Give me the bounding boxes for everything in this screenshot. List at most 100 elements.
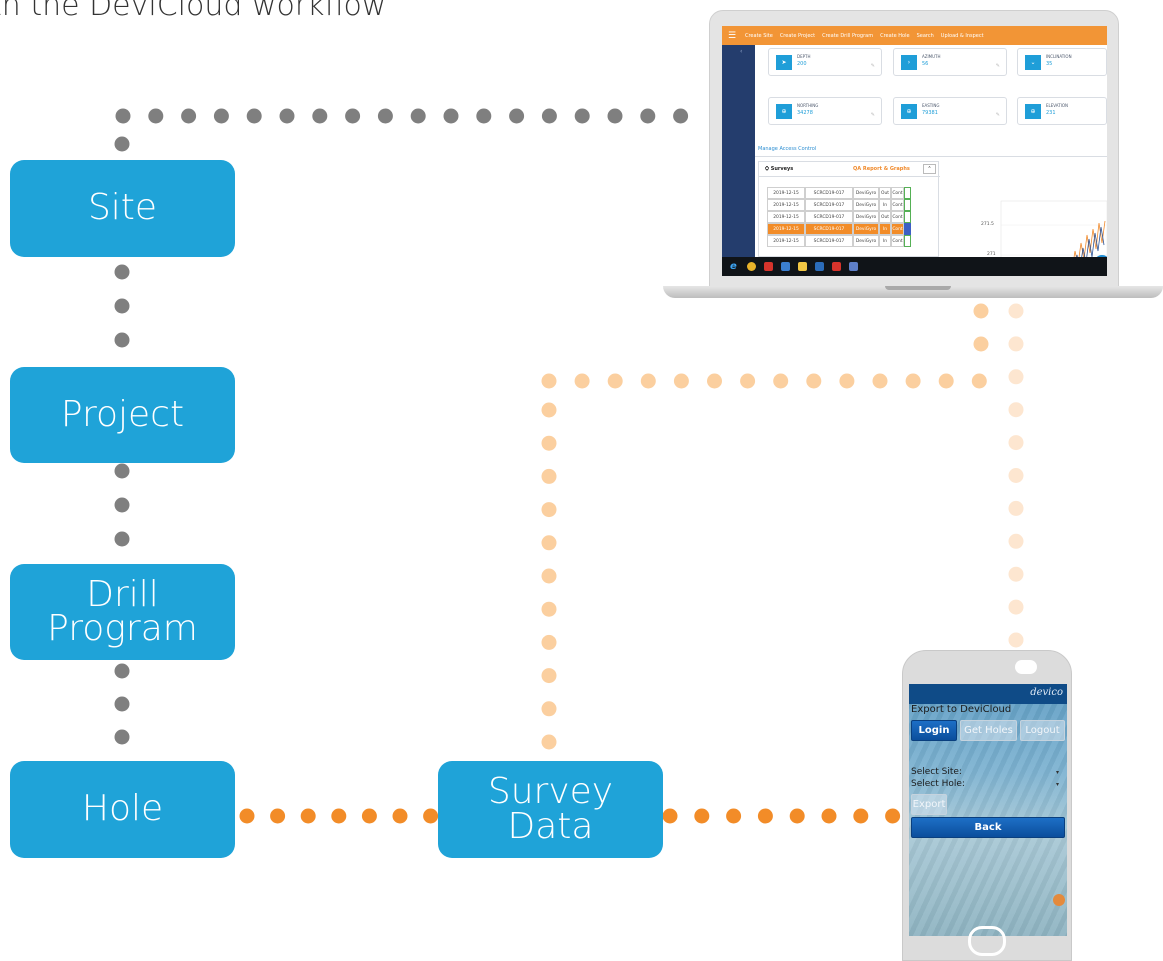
surveys-title: ⛭ Surveys	[765, 166, 794, 172]
survey-cell-mode: Cont	[891, 235, 904, 247]
survey-cell-tool: DeviGyro	[853, 211, 879, 223]
survey-cell-date: 2019-12-15	[767, 211, 805, 223]
laptop-mockup: ☰ Create Site Create Project Create Dril…	[663, 10, 1163, 300]
select-site-label[interactable]: Select Site:	[911, 767, 962, 777]
ie-icon[interactable]: e	[730, 261, 737, 272]
edit-icon[interactable]: ✎	[870, 112, 875, 118]
devico-logo: devico	[1030, 687, 1063, 698]
login-button[interactable]: Login	[911, 720, 957, 741]
connector-dot	[541, 535, 557, 551]
chrome-icon[interactable]	[747, 262, 756, 271]
qa-report-link[interactable]: QA Report & Graphs	[853, 166, 910, 172]
home-button[interactable]	[968, 926, 1006, 956]
app-icon[interactable]	[815, 262, 824, 271]
manage-access-link[interactable]: Manage Access Control	[758, 146, 817, 152]
survey-status-cell	[904, 187, 911, 199]
edit-icon[interactable]: ✎	[870, 63, 875, 69]
connector-dot	[1008, 435, 1024, 451]
collapse-icon[interactable]: ⌃	[923, 164, 936, 174]
survey-data-label-line1: Survey	[487, 771, 614, 813]
chevron-left-icon[interactable]: ‹	[740, 48, 743, 55]
connector-dot	[114, 531, 130, 547]
chevron-down-icon[interactable]: ▾	[1055, 781, 1059, 788]
connector-dot	[740, 373, 756, 389]
inclination-card: ⌄ INCLINATION 35	[1017, 48, 1107, 76]
nav-search[interactable]: Search	[916, 32, 934, 39]
connector-dot	[361, 808, 377, 824]
nav-create-hole[interactable]: Create Hole	[880, 32, 910, 39]
survey-cell-date: 2019-12-15	[767, 235, 805, 247]
survey-cell-id: SCRCD19-017	[805, 235, 853, 247]
back-button[interactable]: Back	[911, 817, 1065, 838]
app-icon[interactable]	[764, 262, 773, 271]
hamburger-icon[interactable]: ☰	[728, 30, 737, 41]
app-icon[interactable]	[781, 262, 790, 271]
surveys-header: ⛭ Surveys QA Report & Graphs ⌃	[759, 162, 940, 177]
inclination-label: INCLINATION	[1046, 54, 1072, 59]
edit-icon[interactable]: ✎	[995, 112, 1000, 118]
survey-cell-dir: In	[879, 235, 891, 247]
export-title: Export to DeviCloud	[911, 704, 1012, 715]
laptop-notch	[885, 286, 951, 290]
app-icon[interactable]	[832, 262, 841, 271]
logout-button[interactable]: Logout	[1020, 720, 1065, 741]
connector-dot	[1008, 566, 1024, 582]
connector-dot	[239, 808, 255, 824]
connector-dot	[872, 373, 888, 389]
survey-cell-id: SCRCD19-017	[805, 223, 853, 235]
get-holes-button[interactable]: Get Holes	[960, 720, 1017, 741]
nav-upload-inspect[interactable]: Upload & Inspect	[940, 32, 984, 39]
connector-dot	[757, 808, 773, 824]
elevation-card: ⊕ ELEVATION 231	[1017, 97, 1107, 125]
survey-cell-mode: Cont	[891, 187, 904, 199]
connector-dot	[331, 808, 347, 824]
connector-dot	[938, 373, 954, 389]
folder-icon[interactable]	[798, 262, 807, 271]
connector-dot	[821, 808, 837, 824]
camera-icon[interactable]	[1053, 894, 1065, 906]
survey-cell-id: SCRCD19-017	[805, 199, 853, 211]
connector-dot	[345, 108, 361, 124]
easting-label: EASTING	[922, 103, 940, 108]
connector-dot	[279, 108, 295, 124]
connector-dot	[541, 108, 557, 124]
nav-create-site[interactable]: Create Site	[745, 32, 773, 39]
northing-icon: ⊕	[776, 104, 792, 119]
easting-value: 79381	[922, 110, 938, 116]
survey-status-cell	[904, 223, 911, 235]
export-button[interactable]: Export	[911, 794, 947, 815]
project-box: Project	[10, 367, 235, 463]
connector-dot	[114, 663, 130, 679]
select-hole-label[interactable]: Select Hole:	[911, 779, 965, 789]
elevation-icon: ⊕	[1025, 104, 1041, 119]
connector-dot	[410, 108, 426, 124]
phone-mockup: devico Export to DeviCloud Login Get Hol…	[902, 650, 1072, 961]
connector-dot	[640, 373, 656, 389]
connector-dot	[607, 108, 623, 124]
site-label: Site	[87, 187, 158, 229]
page-heading: th the DeviCloud workflow	[0, 0, 387, 23]
project-label: Project	[60, 393, 185, 435]
edit-icon[interactable]: ✎	[995, 63, 1000, 69]
surveys-panel: ⛭ Surveys QA Report & Graphs ⌃ 2019-12-1…	[758, 161, 940, 257]
chevron-down-icon[interactable]: ▾	[1055, 769, 1059, 776]
app-icon[interactable]	[849, 262, 858, 271]
connector-dot	[973, 336, 989, 352]
connector-dot	[541, 568, 557, 584]
survey-cell-tool: DeviGyro	[853, 187, 879, 199]
survey-cell-dir: Out	[879, 187, 891, 199]
connector-dot	[541, 402, 557, 418]
depth-icon: ➤	[776, 55, 792, 70]
connector-dot	[707, 373, 722, 389]
azimuth-card: › AZIMUTH 56 ✎	[893, 48, 1007, 76]
connector-dot	[114, 463, 130, 479]
nav-create-drill-program[interactable]: Create Drill Program	[822, 32, 874, 39]
connector-dot	[541, 435, 557, 451]
nav-create-project[interactable]: Create Project	[779, 32, 816, 39]
